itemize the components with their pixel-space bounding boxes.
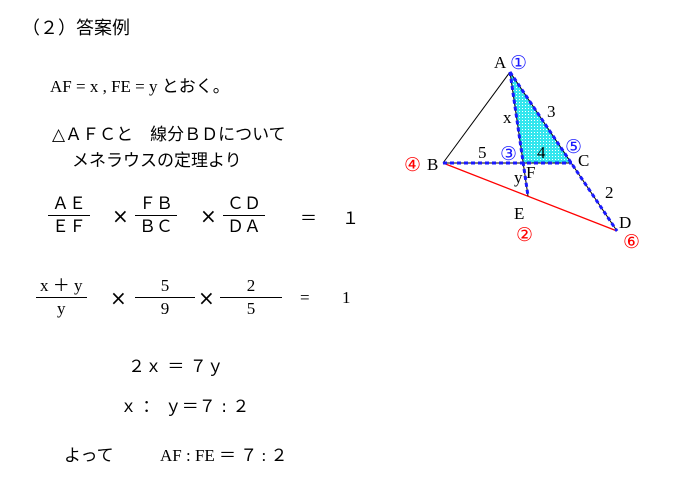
length-ac: 3 <box>547 102 556 121</box>
rhs-value: １ <box>342 209 359 229</box>
conclusion: AF : FE ＝ ７ : ２ <box>160 446 288 465</box>
times-sign: × <box>110 286 127 310</box>
point-f-label: F <box>526 163 535 182</box>
point-b-label: B <box>427 155 438 174</box>
heading: （２）答案例 <box>22 18 130 39</box>
equals-sign: = <box>300 288 310 307</box>
point-c-label: C <box>578 151 589 170</box>
segment-bd <box>442 162 618 232</box>
length-cd: 2 <box>605 183 614 202</box>
step-2-marker: ② <box>516 224 533 246</box>
point-a-label: A <box>494 53 507 72</box>
length-x: x <box>503 108 512 127</box>
equation-2x-7y: ２ｘ ＝ ７ｙ <box>128 357 224 377</box>
step-4-marker: ④ <box>404 154 421 176</box>
path-a-d <box>508 71 619 232</box>
ratio-equation: ｘ ： ｙ＝７ : ２ <box>120 397 250 417</box>
theorem-line-1: △ＡＦＣと 線分ＢＤについて <box>52 125 286 145</box>
theorem-line-2: メネラウスの定理より <box>72 151 242 171</box>
rhs-value: 1 <box>342 288 351 307</box>
length-bf: 5 <box>478 143 487 162</box>
length-y: y <box>514 168 523 187</box>
point-e-label: E <box>514 204 524 223</box>
length-fc: 4 <box>537 143 546 162</box>
times-sign: × <box>200 204 217 228</box>
intro-text: AF = x , FE = y とおく。 <box>50 77 230 96</box>
times-sign: × <box>198 286 215 310</box>
conclusion-prefix: よって <box>64 446 114 466</box>
segment-ab <box>442 71 511 164</box>
step-1-marker: ① <box>510 52 527 74</box>
step-6-marker: ⑥ <box>623 231 640 253</box>
segment-ae <box>509 71 529 197</box>
step-5-marker: ⑤ <box>565 136 582 158</box>
times-sign: × <box>112 204 129 228</box>
step-3-marker: ③ <box>500 143 517 165</box>
point-d-label: D <box>619 213 631 232</box>
equals-sign: ＝ <box>300 209 317 229</box>
